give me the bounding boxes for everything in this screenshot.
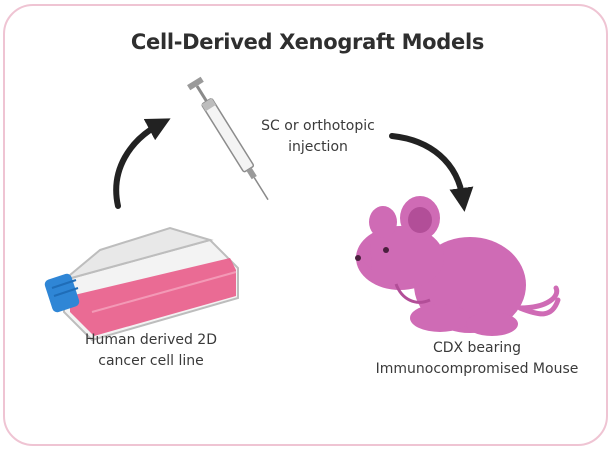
mouse-icon [355, 196, 561, 336]
cell-line-label: Human derived 2D cancer cell line [36, 330, 266, 372]
arrow-injection-to-mouse [389, 133, 474, 212]
arrow-flask-to-syringe [113, 118, 171, 209]
diagram-title: Cell-Derived Xenograft Models [130, 30, 485, 54]
injection-label-line2: injection [288, 139, 348, 155]
diagram-frame [3, 4, 608, 446]
cell-culture-flask-icon [44, 226, 239, 342]
mouse-label-line2: Immunocompromised Mouse [375, 361, 579, 377]
mouse-label: CDX bearing Immunocompromised Mouse [352, 338, 602, 380]
injection-label-line1: SC or orthotopic [261, 118, 375, 134]
injection-label: SC or orthotopic injection [228, 116, 408, 158]
syringe-icon [187, 76, 269, 201]
cell-line-label-line1: Human derived 2D [84, 332, 217, 348]
cell-line-label-line2: cancer cell line [98, 353, 204, 369]
mouse-label-line1: CDX bearing [432, 340, 522, 356]
